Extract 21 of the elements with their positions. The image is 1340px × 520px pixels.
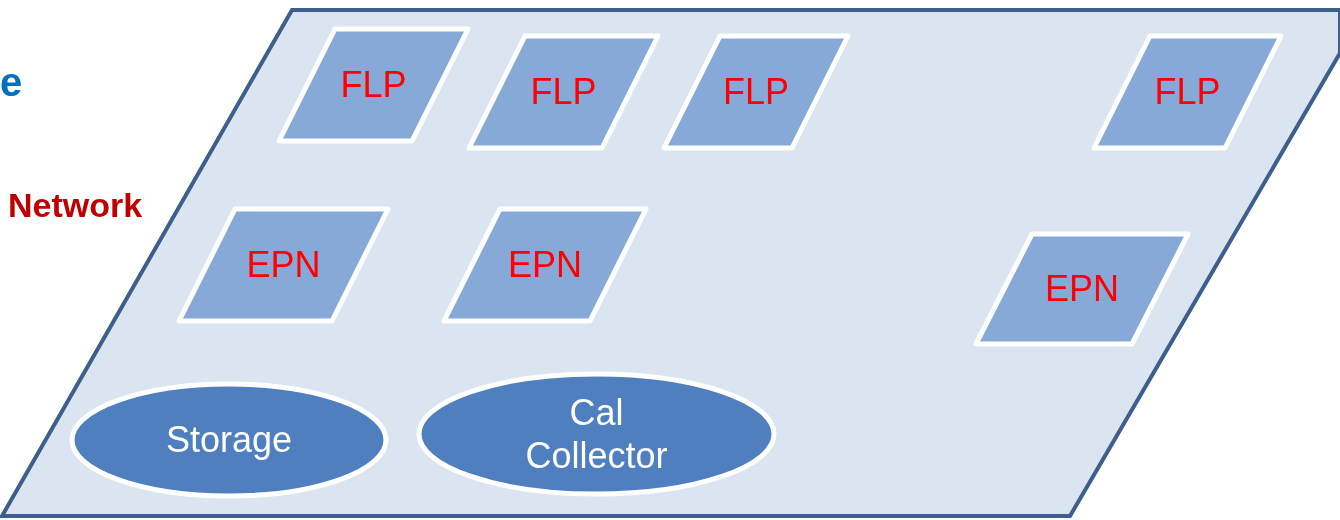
parallelogram-panel	[0, 8, 1340, 518]
node-label: EPN	[1045, 267, 1119, 311]
label-text: e	[0, 59, 23, 106]
node-label: EPN	[508, 243, 582, 287]
label-text: Network	[8, 185, 143, 226]
parallelogram-node	[972, 230, 1192, 348]
parallelogram-node	[275, 25, 472, 145]
parallelogram-node	[175, 205, 392, 325]
node-label: Storage	[164, 418, 294, 462]
node-label: Cal Collector	[524, 390, 669, 478]
parallelogram-node	[660, 32, 852, 152]
node-label: FLP	[340, 63, 407, 107]
ellipse-node	[68, 380, 390, 500]
node-label: FLP	[530, 70, 597, 114]
node-label: EPN	[246, 243, 321, 287]
parallelogram-node	[1090, 32, 1285, 152]
node-label: FLP	[1154, 70, 1221, 114]
parallelogram-node	[440, 205, 650, 325]
parallelogram-node	[465, 32, 662, 152]
node-label: FLP	[723, 70, 789, 114]
ellipse-node	[415, 370, 778, 498]
